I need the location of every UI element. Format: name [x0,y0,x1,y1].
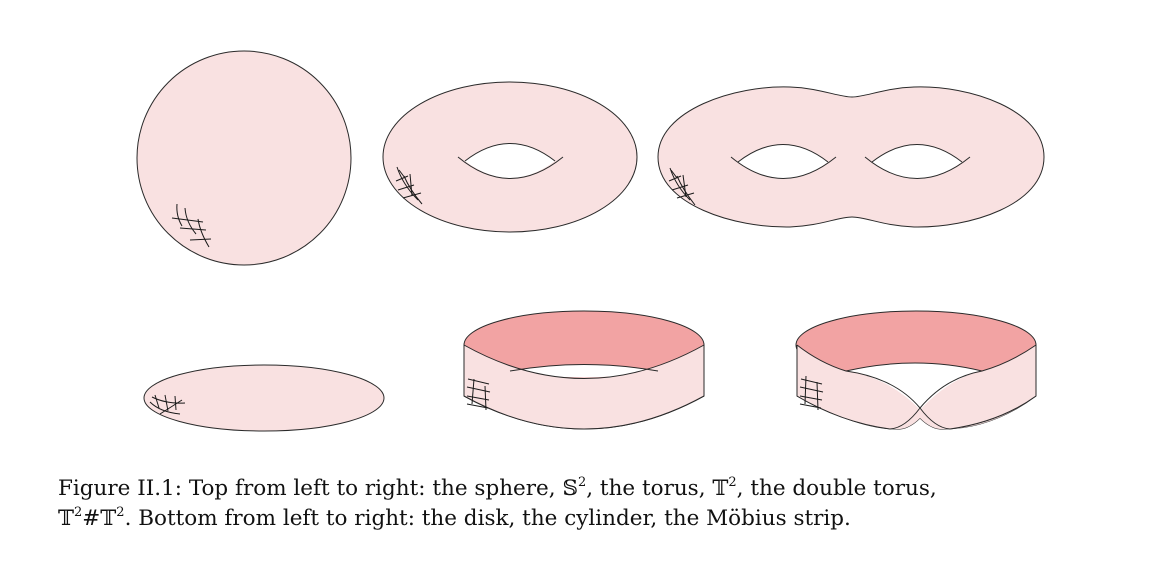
caption-line-2: 𝕋2#𝕋2. Bottom from left to right: the di… [58,504,1118,534]
figure-illustration [136,50,1045,432]
connected-sum-symbol: # [82,506,101,531]
disk-local-grid-icon [149,394,186,415]
sphere-shape [136,50,352,266]
cylinder-shape [463,310,705,430]
double-torus-local-grid-icon [668,167,696,206]
disk-shape [143,364,385,432]
superscript: 2 [116,505,125,520]
mobius-local-grid-icon [799,375,824,411]
sphere-local-grid-icon [171,203,212,248]
caption-line-1: Figure II.1: Top from left to right: the… [58,474,1118,504]
caption-text: , the double torus, [736,476,937,501]
torus-shape [382,81,638,233]
torus-symbol: 𝕋 [712,476,729,501]
figure-caption: Figure II.1: Top from left to right: the… [58,474,1118,534]
torus-local-grid-icon [395,166,423,205]
sphere-symbol: 𝕊 [562,476,578,501]
mobius-strip-shape [795,310,1037,430]
caption-text: . Bottom from left to right: the disk, t… [124,506,851,531]
superscript: 2 [74,505,83,520]
superscript: 2 [577,475,587,490]
double-torus-shape [657,86,1045,228]
superscript: 2 [728,475,737,490]
cylinder-local-grid-icon [466,378,491,411]
caption-text: Figure II.1: Top from left to right: the… [58,476,563,501]
caption-text: , the torus, [586,476,713,501]
torus-symbol: 𝕋 [58,506,74,531]
torus-symbol: 𝕋 [100,506,117,531]
